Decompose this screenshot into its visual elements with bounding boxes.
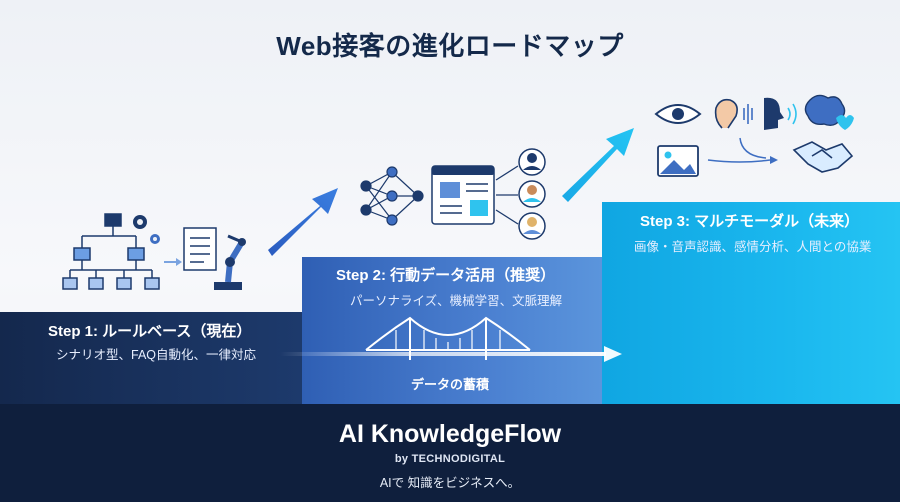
user-avatar-icon (518, 148, 546, 240)
progress-arrow-2 (562, 128, 634, 202)
ear-icon (714, 98, 753, 129)
step3-description: 画像・音声認識、感情分析、人間との協業 (634, 240, 872, 254)
neural-network-icon (360, 166, 424, 226)
brand-name: AI KnowledgeFlow (338, 420, 562, 448)
step2-description: パーソナライズ、機械学習、文脈理解 (350, 294, 563, 308)
gear-icon (133, 215, 160, 244)
bridge-label: データの蓄積 (410, 377, 489, 392)
brand-byline: by TECHNODIGITAL (394, 453, 506, 465)
page-title: Web接客の進化ロードマップ (276, 31, 624, 61)
data-flow-arrow (280, 346, 622, 362)
step2-title: Step 2: 行動データ活用（推奨） (336, 267, 556, 284)
step2-block (302, 257, 602, 404)
brain-heart-icon (804, 94, 854, 130)
eye-icon (654, 104, 702, 124)
progress-arrow-1 (268, 188, 338, 256)
image-icon (657, 145, 699, 177)
step3-title: Step 3: マルチモーダル（未来） (640, 213, 860, 230)
document-icon (183, 227, 217, 271)
flowchart-icon (62, 213, 160, 290)
robot-arm-icon (214, 234, 246, 290)
voice-head-icon (764, 97, 797, 130)
step1-title: Step 1: ルールベース（現在） (48, 323, 252, 340)
footer-banner (0, 404, 900, 502)
handshake-icon (792, 141, 854, 173)
step1-description: シナリオ型、FAQ自動化、一律対応 (56, 348, 257, 362)
brand-tagline: AIで 知識をビジネスへ。 (379, 476, 521, 490)
bridge-icon (365, 316, 531, 360)
web-dashboard-icon (431, 165, 495, 225)
step1-block (0, 312, 302, 404)
step3-block (602, 202, 900, 404)
